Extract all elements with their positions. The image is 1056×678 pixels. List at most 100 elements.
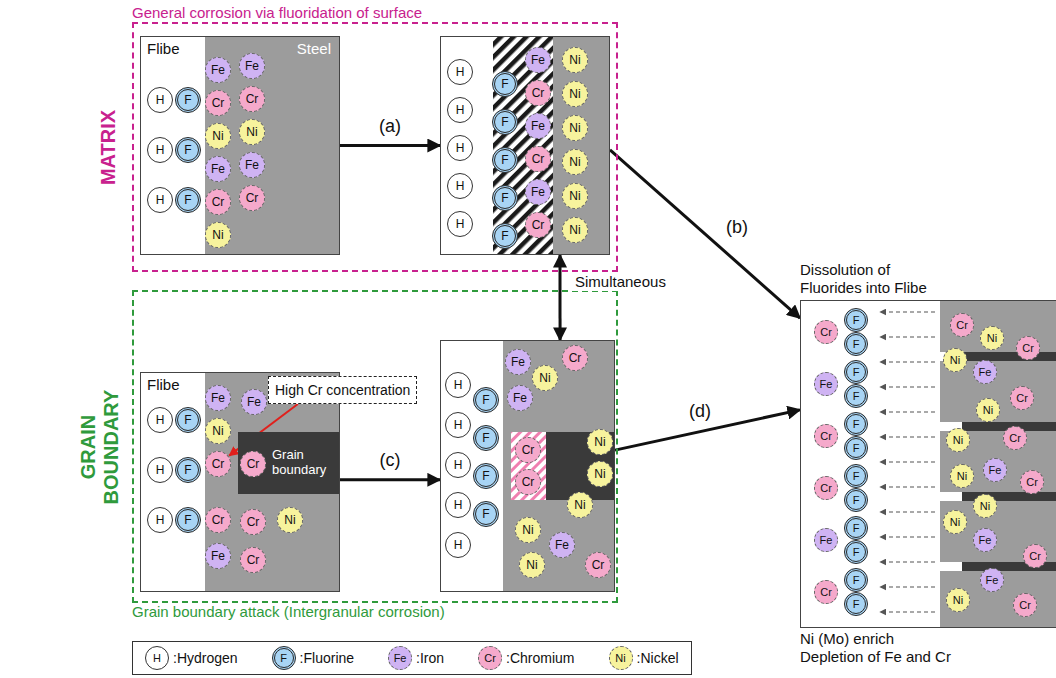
atom-symbol: F (482, 470, 489, 482)
atom-symbol: Fe (820, 535, 833, 546)
atom-circle: Ni (562, 183, 588, 209)
atom-circle: Fe (980, 568, 1004, 592)
atom-circle: Ni (277, 507, 303, 533)
atom-symbol: Fe (979, 535, 992, 546)
atom-symbol: H (156, 94, 165, 106)
process-arrow (610, 150, 800, 318)
atom-symbol: F (501, 78, 508, 90)
atom-circle: Ni (562, 47, 588, 73)
atom-symbol: Cr (212, 196, 225, 208)
atom-circle: Fe (205, 57, 231, 83)
atom-circle: H (147, 87, 173, 113)
atom-symbol: Fe (245, 159, 259, 171)
region-label: GRAIN BOUNDARY (77, 387, 123, 507)
dissolution-arrow (880, 386, 935, 387)
atom-circle: Cr (515, 437, 541, 463)
atom-symbol: Ni (957, 471, 967, 482)
edge-label: Simultaneous (572, 273, 669, 291)
legend-swatch: Fe (388, 646, 412, 670)
atom-circle: H (447, 211, 473, 237)
atom-circle: Fe (814, 528, 838, 552)
atom-symbol: Fe (211, 550, 225, 562)
atom-circle: Ni (976, 398, 1000, 422)
atom-circle: Ni (562, 81, 588, 107)
atom-circle: H (445, 412, 471, 438)
dissolution-arrows (880, 312, 935, 612)
atom-symbol: Cr (532, 87, 545, 99)
atom-symbol: Fe (555, 539, 569, 551)
atom-circle: Ni (205, 222, 231, 248)
atom-symbol: F (853, 391, 860, 402)
atom-circle: Cr (562, 345, 588, 371)
atom-circle: F (844, 568, 868, 592)
atom-circle: Cr (525, 80, 551, 106)
atom-circle: Cr (585, 552, 611, 578)
atom-symbol: Cr (522, 444, 535, 456)
dissolution-arrow (880, 586, 935, 587)
edge-label: (b) (723, 217, 751, 239)
atom-symbol: Ni (594, 468, 605, 480)
atom-symbol: Cr (532, 153, 545, 165)
atom-circle: Ni (587, 461, 613, 487)
atom-circle: Fe (205, 156, 231, 182)
atom-symbol: Fe (531, 120, 545, 132)
atom-symbol: H (454, 379, 463, 391)
atom-symbol: Fe (820, 379, 833, 390)
atom-symbol: H (156, 464, 165, 476)
atom-circle: Fe (505, 349, 531, 375)
atom-symbol: Ni (953, 595, 963, 606)
atom-symbol: Ni (615, 653, 625, 664)
atom-circle: F (175, 137, 201, 163)
region-label: MATRIX (97, 82, 120, 212)
legend-text: :Fluorine (300, 650, 354, 666)
atom-symbol: Fe (211, 163, 225, 175)
edge-label: (c) (377, 450, 404, 472)
atom-symbol: H (456, 142, 465, 154)
atom-symbol: F (482, 394, 489, 406)
atom-circle: F (844, 332, 868, 356)
panel-caption: Ni (Mo) enrich Depletion of Fe and Cr (800, 630, 956, 666)
atom-symbol: Fe (531, 54, 545, 66)
dissolution-arrow (880, 611, 935, 612)
legend-item: F:Fluorine (272, 646, 354, 670)
atom-symbol: Cr (212, 514, 225, 526)
atom-circle: H (147, 187, 173, 213)
atom-circle: H (147, 507, 173, 533)
atom-symbol: Ni (569, 190, 580, 202)
dissolution-arrow (880, 536, 935, 537)
atom-circle: F (473, 501, 499, 527)
legend-text: :Hydrogen (173, 650, 238, 666)
atom-circle: F (473, 463, 499, 489)
sample-panel: HHHHHFFFFFeNiCrFeCrCrNiNiNiNiFeNiCr (440, 340, 615, 592)
atom-circle: Ni (562, 217, 588, 243)
callout-box: High Cr concentration (268, 376, 417, 404)
atom-circle: Cr (240, 451, 266, 477)
atom-symbol: Cr (212, 97, 225, 109)
panel-label: Flibe (147, 376, 180, 393)
atom-symbol: Cr (569, 352, 582, 364)
atom-circle: Fe (525, 179, 551, 205)
dissolution-arrow (880, 361, 935, 362)
atom-circle: H (445, 492, 471, 518)
atom-symbol: Ni (950, 355, 960, 366)
process-arrow (559, 255, 562, 340)
atom-symbol: F (501, 154, 508, 166)
atom-symbol: Cr (247, 554, 260, 566)
atom-circle: Fe (205, 543, 231, 569)
atom-circle: Cr (1003, 426, 1027, 450)
steel-area (205, 37, 339, 254)
atom-symbol: Ni (569, 122, 580, 134)
atom-symbol: Cr (484, 653, 496, 664)
process-arrow (340, 478, 440, 481)
atom-symbol: Ni (522, 524, 533, 536)
atom-circle: Cr (205, 507, 231, 533)
atom-symbol: Cr (246, 93, 259, 105)
atom-symbol: F (184, 464, 191, 476)
atom-symbol: F (853, 471, 860, 482)
atom-circle: H (447, 97, 473, 123)
atom-symbol: F (853, 495, 860, 506)
atom-circle: Ni (950, 464, 974, 488)
atom-circle: F (175, 407, 201, 433)
